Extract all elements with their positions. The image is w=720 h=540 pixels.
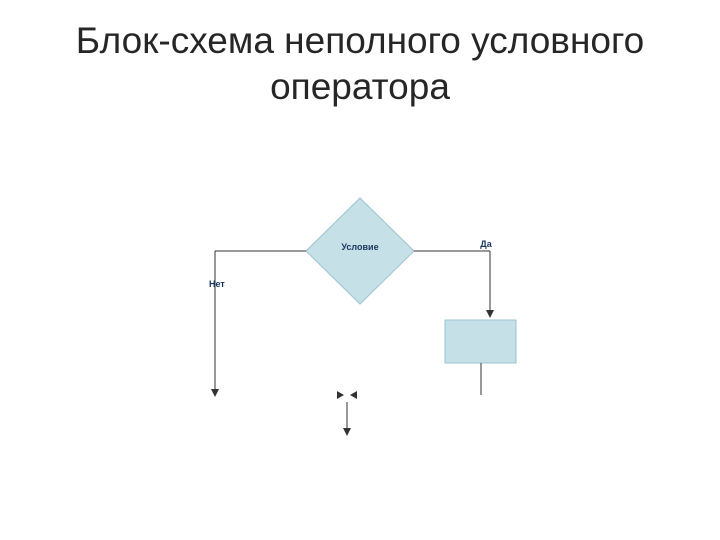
title-line-1: Блок-схема неполного условного <box>75 20 645 61</box>
process-box <box>444 319 517 364</box>
condition-diamond <box>305 197 415 305</box>
merge-right-arrowhead <box>350 391 357 399</box>
yes-label: Да <box>480 239 492 249</box>
merge-left-arrowhead <box>337 391 344 399</box>
yes-branch-arrowhead <box>486 310 494 318</box>
no-label: Нет <box>209 279 225 289</box>
exit-arrowhead <box>343 428 351 436</box>
slide-title: Блок-схема неполного условного оператора <box>0 18 720 110</box>
condition-label: Условие <box>341 242 378 252</box>
title-line-2: оператора <box>270 66 450 107</box>
no-branch-arrowhead <box>211 389 219 397</box>
